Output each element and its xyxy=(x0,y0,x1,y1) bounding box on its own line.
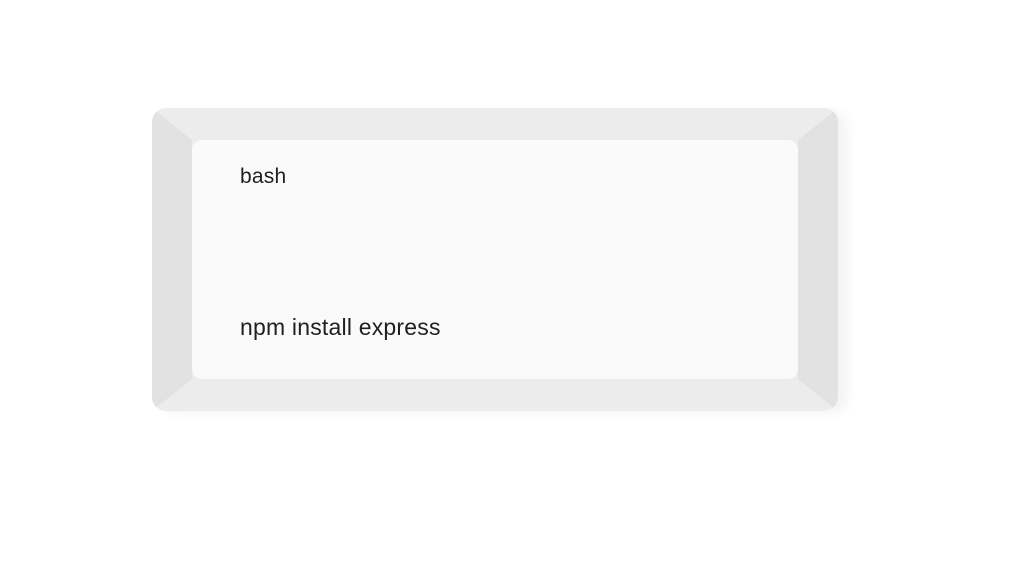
language-label: bash xyxy=(240,165,287,188)
keycap-left-bevel xyxy=(152,108,192,411)
keycap-right-bevel xyxy=(798,108,838,411)
code-panel: bash npm install express xyxy=(192,140,798,379)
command-text: npm install express xyxy=(240,314,441,340)
code-block-keycap: bash npm install express xyxy=(152,108,838,411)
